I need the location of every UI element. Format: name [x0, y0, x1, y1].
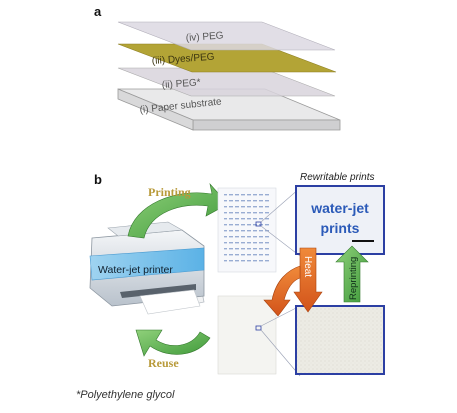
reprinting-label: Reprinting — [348, 257, 359, 300]
layer-iii-label: (iii) Dyes/PEG — [151, 52, 215, 67]
printing-label: Printing — [148, 185, 191, 199]
printed-sheet — [217, 187, 277, 273]
zoom-lines — [260, 187, 301, 377]
zoomed-print: water-jet prints — [295, 185, 385, 255]
layer-paper-substrate: (i) Paper substrate — [117, 88, 341, 131]
reuse-arrow — [135, 329, 211, 357]
layer-ii-label: (ii) PEG* — [161, 77, 201, 91]
printer-label: Water-jet printer — [98, 264, 173, 276]
blank-sheet — [217, 295, 277, 375]
rewritable-prints-title: Rewritable prints — [300, 172, 374, 183]
layer-peg-iv: (iv) PEG — [117, 21, 336, 51]
footnote: *Polyethylene glycol — [76, 389, 175, 401]
heat-label: Heat — [302, 256, 313, 277]
printer-illustration: Water-jet printer — [89, 221, 205, 315]
panel-a-label: a — [94, 4, 102, 19]
layer-iv-label: (iv) PEG — [185, 30, 224, 44]
zoomed-blank — [295, 305, 385, 375]
panel-b-label: b — [94, 172, 102, 187]
reuse-label: Reuse — [148, 356, 179, 370]
heat-arrow — [263, 247, 323, 317]
layer-peg-ii: (ii) PEG* — [117, 67, 336, 97]
print-text-line2: prints — [321, 220, 360, 236]
reprinting-arrow — [335, 245, 369, 303]
print-text-line1: water-jet — [310, 200, 369, 216]
scale-bar — [352, 240, 374, 242]
